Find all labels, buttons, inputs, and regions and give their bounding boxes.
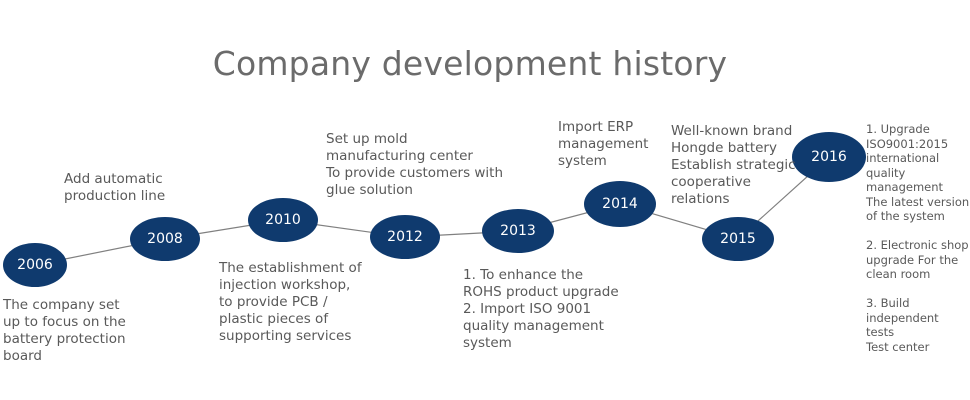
milestone-node-2013: 2013 <box>482 209 554 253</box>
milestone-node-2014: 2014 <box>584 181 656 227</box>
milestone-text-2012: Set up mold manufacturing center To prov… <box>326 131 504 198</box>
milestone-node-2012: 2012 <box>370 215 440 259</box>
milestone-node-2006: 2006 <box>3 243 67 287</box>
milestone-text-2008: Add automatic production line <box>64 171 166 204</box>
milestone-text-2006: The company set up to focus on the batte… <box>3 297 126 364</box>
milestone-text-2014: Import ERP management system <box>558 119 649 169</box>
milestone-text-2010: The establishment of injection workshop,… <box>219 260 362 344</box>
milestone-text-2015: Well-known brand Hongde battery Establis… <box>671 123 796 207</box>
milestone-text-2013: 1. To enhance the ROHS product upgrade 2… <box>463 267 619 351</box>
milestone-node-2008: 2008 <box>130 217 200 261</box>
milestone-text-2016: 1. Upgrade ISO9001:2015 international qu… <box>866 122 970 354</box>
milestone-node-2016: 2016 <box>792 132 866 182</box>
milestone-node-2010: 2010 <box>248 198 318 242</box>
milestone-node-2015: 2015 <box>702 217 774 261</box>
page-title: Company development history <box>212 44 728 83</box>
